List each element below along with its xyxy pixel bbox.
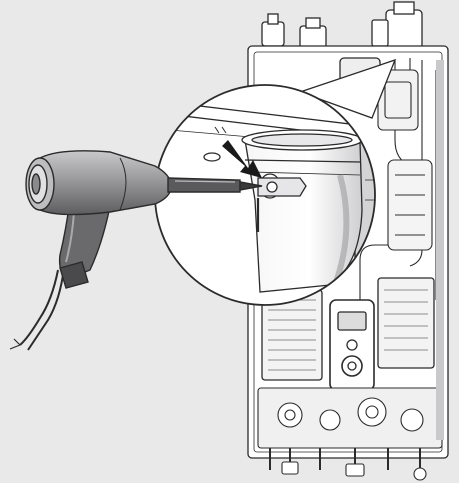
lower-plumbing	[257, 387, 443, 481]
tool-body	[39, 150, 173, 216]
power-cable	[19, 269, 59, 346]
vent-pipe	[241, 129, 363, 293]
heat-gun-tool	[9, 150, 263, 351]
display-screen	[337, 311, 367, 331]
tool-shaft	[167, 177, 241, 193]
direction-arrow	[222, 140, 262, 178]
magnifier-pointer	[298, 58, 397, 119]
top-connectors	[261, 1, 423, 51]
magnified-detail	[154, 84, 376, 306]
clamp-screw	[256, 173, 307, 232]
control-button	[346, 339, 358, 351]
